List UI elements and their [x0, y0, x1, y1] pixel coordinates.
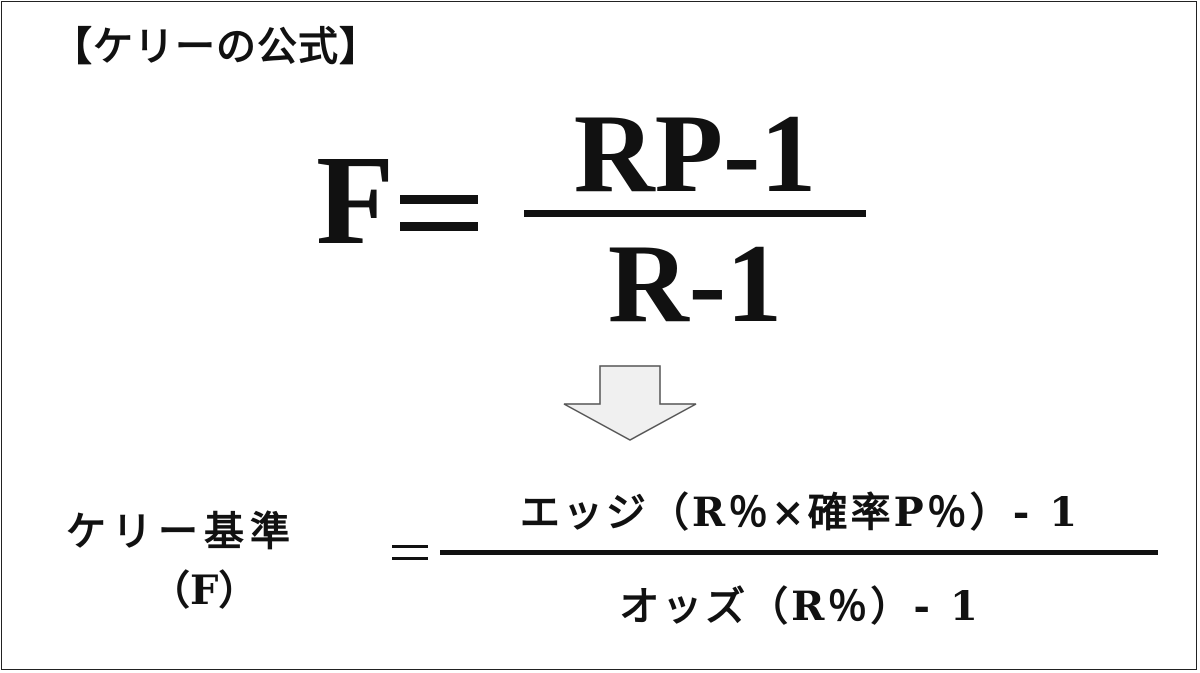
equals-bar-bottom	[400, 222, 478, 231]
down-arrow-icon	[563, 365, 697, 441]
kelly-lhs-symbol: （F）	[150, 567, 259, 614]
page-title: 【ケリーの公式】	[52, 23, 380, 70]
kelly-numerator: エッジ（R％×確率P％）- 1	[519, 489, 1081, 536]
equals-bar-bottom	[392, 557, 428, 560]
kelly-lhs-label: ケリー基準	[66, 508, 296, 555]
kelly-equals-sign	[392, 545, 430, 561]
equals-bar-top	[392, 545, 428, 548]
main-fraction-bar	[524, 210, 866, 217]
main-formula-numerator: RP-1	[573, 92, 817, 216]
main-equals-sign	[400, 195, 480, 231]
equals-bar-top	[400, 195, 478, 204]
main-formula-lhs: F	[316, 129, 395, 271]
main-formula-denominator: R-1	[607, 222, 783, 346]
kelly-denominator: オッズ（R％）- 1	[619, 583, 981, 630]
kelly-fraction-bar	[440, 550, 1158, 555]
